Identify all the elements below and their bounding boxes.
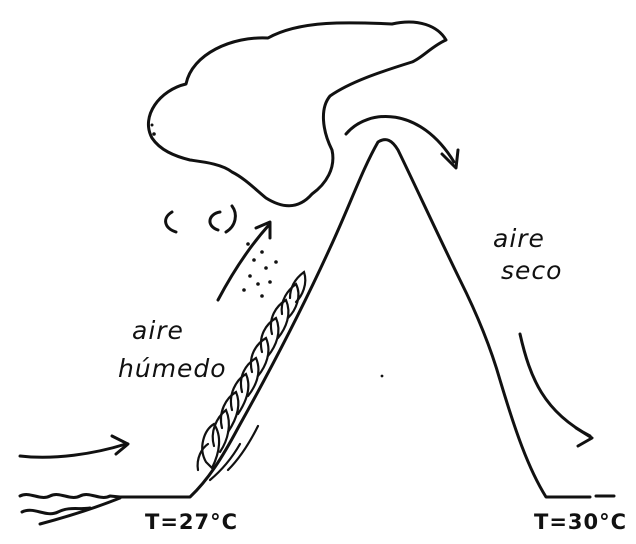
wind-arrow-icon	[20, 444, 126, 457]
temperature-windward-label: T=27°C	[145, 512, 238, 533]
humid-air-label-line2: húmedo	[118, 356, 227, 381]
cloud-base-squiggle	[210, 212, 220, 230]
descending-dry-air-arrow-icon	[520, 334, 590, 436]
descending-air-arrowhead-top	[442, 150, 458, 168]
shore-line	[40, 498, 120, 524]
humid-air-label-line1: aire	[132, 318, 184, 343]
descending-dry-air-arrowhead	[576, 428, 592, 446]
cloud-icon	[148, 22, 446, 206]
mountain-outline	[120, 140, 590, 497]
cloud-base-squiggle	[166, 212, 176, 232]
cloud-base-squiggle	[226, 206, 235, 232]
dry-air-label-line2: seco	[501, 258, 562, 283]
sea-waves-icon	[20, 495, 120, 498]
temperature-leeward-label: T=30°C	[534, 512, 627, 533]
dry-air-label-line1: aire	[493, 226, 545, 251]
